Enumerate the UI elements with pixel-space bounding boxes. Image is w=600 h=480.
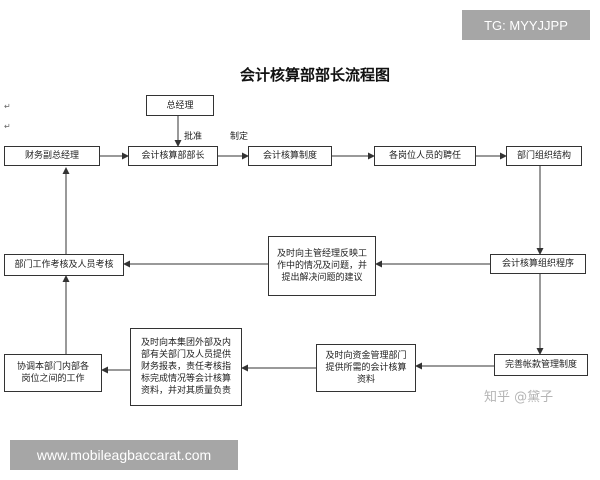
box-report-issues: 及时向主管经理反映工作中的情况及问题，并提出解决问题的建议 (268, 236, 376, 296)
box-accounting-system: 会计核算制度 (248, 146, 332, 166)
box-department-head: 会计核算部部长 (128, 146, 218, 166)
box-accounting-procedure: 会计核算组织程序 (490, 254, 586, 274)
url-badge: www.mobileagbaccarat.com (10, 440, 238, 470)
box-work-evaluation: 部门工作考核及人员考核 (4, 254, 124, 276)
box-group-reports: 及时向本集团外部及内部有关部门及人员提供财务报表，责任考核指标完成情况等会计核算… (130, 328, 242, 406)
box-department-structure: 部门组织结构 (506, 146, 582, 166)
box-accounts-management: 完善帐款管理制度 (494, 354, 588, 376)
box-general-manager: 总经理 (146, 95, 214, 116)
page-title: 会计核算部部长流程图 (239, 66, 390, 84)
label-formulate: 制定 (230, 132, 249, 142)
box-position-hiring: 各岗位人员的聘任 (374, 146, 476, 166)
box-funds-department: 及时向资金管理部门提供所需的会计核算资料 (316, 344, 416, 392)
box-finance-vp: 财务副总经理 (4, 146, 100, 166)
zhihu-watermark: 知乎 @黛子 (484, 390, 554, 405)
paragraph-mark-icon: ↵ (4, 102, 11, 111)
telegram-badge: TG: MYYJJPP (462, 10, 590, 40)
label-approve: 批准 (184, 132, 203, 142)
paragraph-mark-icon: ↵ (4, 122, 11, 131)
box-coordinate-work: 协调本部门内部各岗位之间的工作 (4, 354, 102, 392)
